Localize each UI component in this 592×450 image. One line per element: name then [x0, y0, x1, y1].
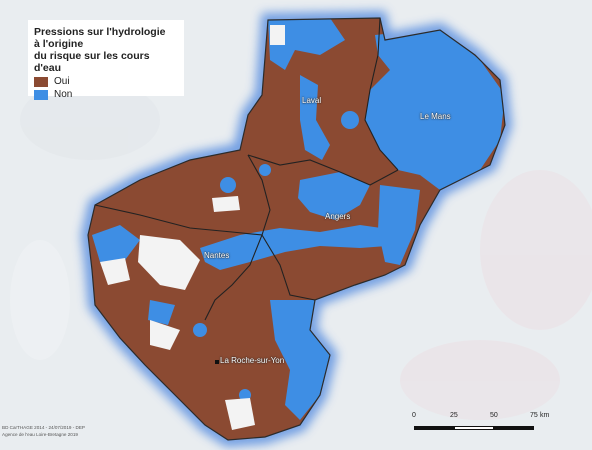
non-zone-coast-south: [148, 300, 175, 325]
city-label-nantes: Nantes: [204, 251, 230, 260]
scale-tick-75: 75: [530, 412, 538, 419]
no-data-zone: [225, 398, 255, 430]
legend-swatch-non: [34, 89, 48, 100]
no-data-zone: [100, 258, 130, 285]
non-patch: [239, 389, 251, 401]
scale-tick-25: 25: [450, 412, 458, 419]
city-marker-la-roche: [215, 360, 219, 364]
scale-tick-0: 0: [412, 412, 416, 419]
scale-segment: [454, 426, 494, 430]
legend-item-non: Non: [34, 89, 178, 100]
non-zone-mayenne-river: [300, 75, 330, 160]
scale-unit: km: [540, 412, 550, 419]
non-patch: [193, 323, 207, 337]
boundary-la-east: [247, 154, 271, 236]
legend-title-line: à l'origine: [34, 38, 84, 50]
non-patch: [259, 164, 271, 176]
city-label-laval: Laval: [302, 96, 322, 105]
boundary-mayenne-south: [247, 154, 399, 186]
non-patch: [341, 111, 359, 129]
department-boundaries: [94, 17, 399, 321]
non-zone-angers: [298, 172, 370, 220]
legend-title: Pressions sur l'hydrologie à l'origine d…: [34, 26, 178, 74]
non-zone-east-anjou: [378, 185, 420, 265]
scale-segment: [414, 426, 454, 430]
non-areas: [92, 18, 505, 420]
city-label-angers: Angers: [325, 212, 351, 221]
credit-line: Agence de l'eau Loire-Bretagne 2019: [2, 432, 78, 437]
credit-line: BD CarTHAGE 2014 - 24/07/2019 - DEP: [2, 425, 85, 430]
scale-tick-50: 50: [490, 412, 498, 419]
legend: Pressions sur l'hydrologie à l'origine d…: [28, 20, 184, 100]
non-zone-loire: [200, 225, 400, 270]
boundary-vendee-east: [261, 234, 316, 301]
no-data-zone: [138, 235, 200, 290]
background-terrain: [10, 80, 592, 420]
legend-label: Oui: [54, 76, 70, 87]
non-zone-mayenne-north: [268, 18, 345, 70]
credits: BD CarTHAGE 2014 - 24/07/2019 - DEP Agen…: [2, 424, 85, 438]
non-zone-coast: [92, 225, 140, 262]
no-data-areas: [100, 25, 285, 430]
legend-swatch-oui: [34, 76, 48, 87]
boundary-mayenne-sarthe: [364, 17, 399, 171]
no-data-zone: [270, 25, 285, 45]
legend-title-line: du risque sur les cours d'eau: [34, 50, 150, 74]
city-label-le-mans: Le Mans: [420, 112, 451, 121]
legend-title-line: Pressions sur l'hydrologie: [34, 26, 166, 38]
scale-segment: [494, 426, 534, 430]
legend-label: Non: [54, 89, 73, 100]
no-data-zone: [212, 196, 240, 212]
scale-bar: 0 25 50 75 km: [412, 412, 549, 436]
legend-item-oui: Oui: [34, 76, 178, 87]
city-label-la-roche-sur-yon: La Roche-sur-Yon: [220, 356, 285, 365]
non-zone-se-vendee: [270, 300, 330, 420]
no-data-zone: [150, 320, 180, 350]
non-patch: [220, 177, 236, 193]
non-zone-sarthe: [365, 28, 505, 190]
